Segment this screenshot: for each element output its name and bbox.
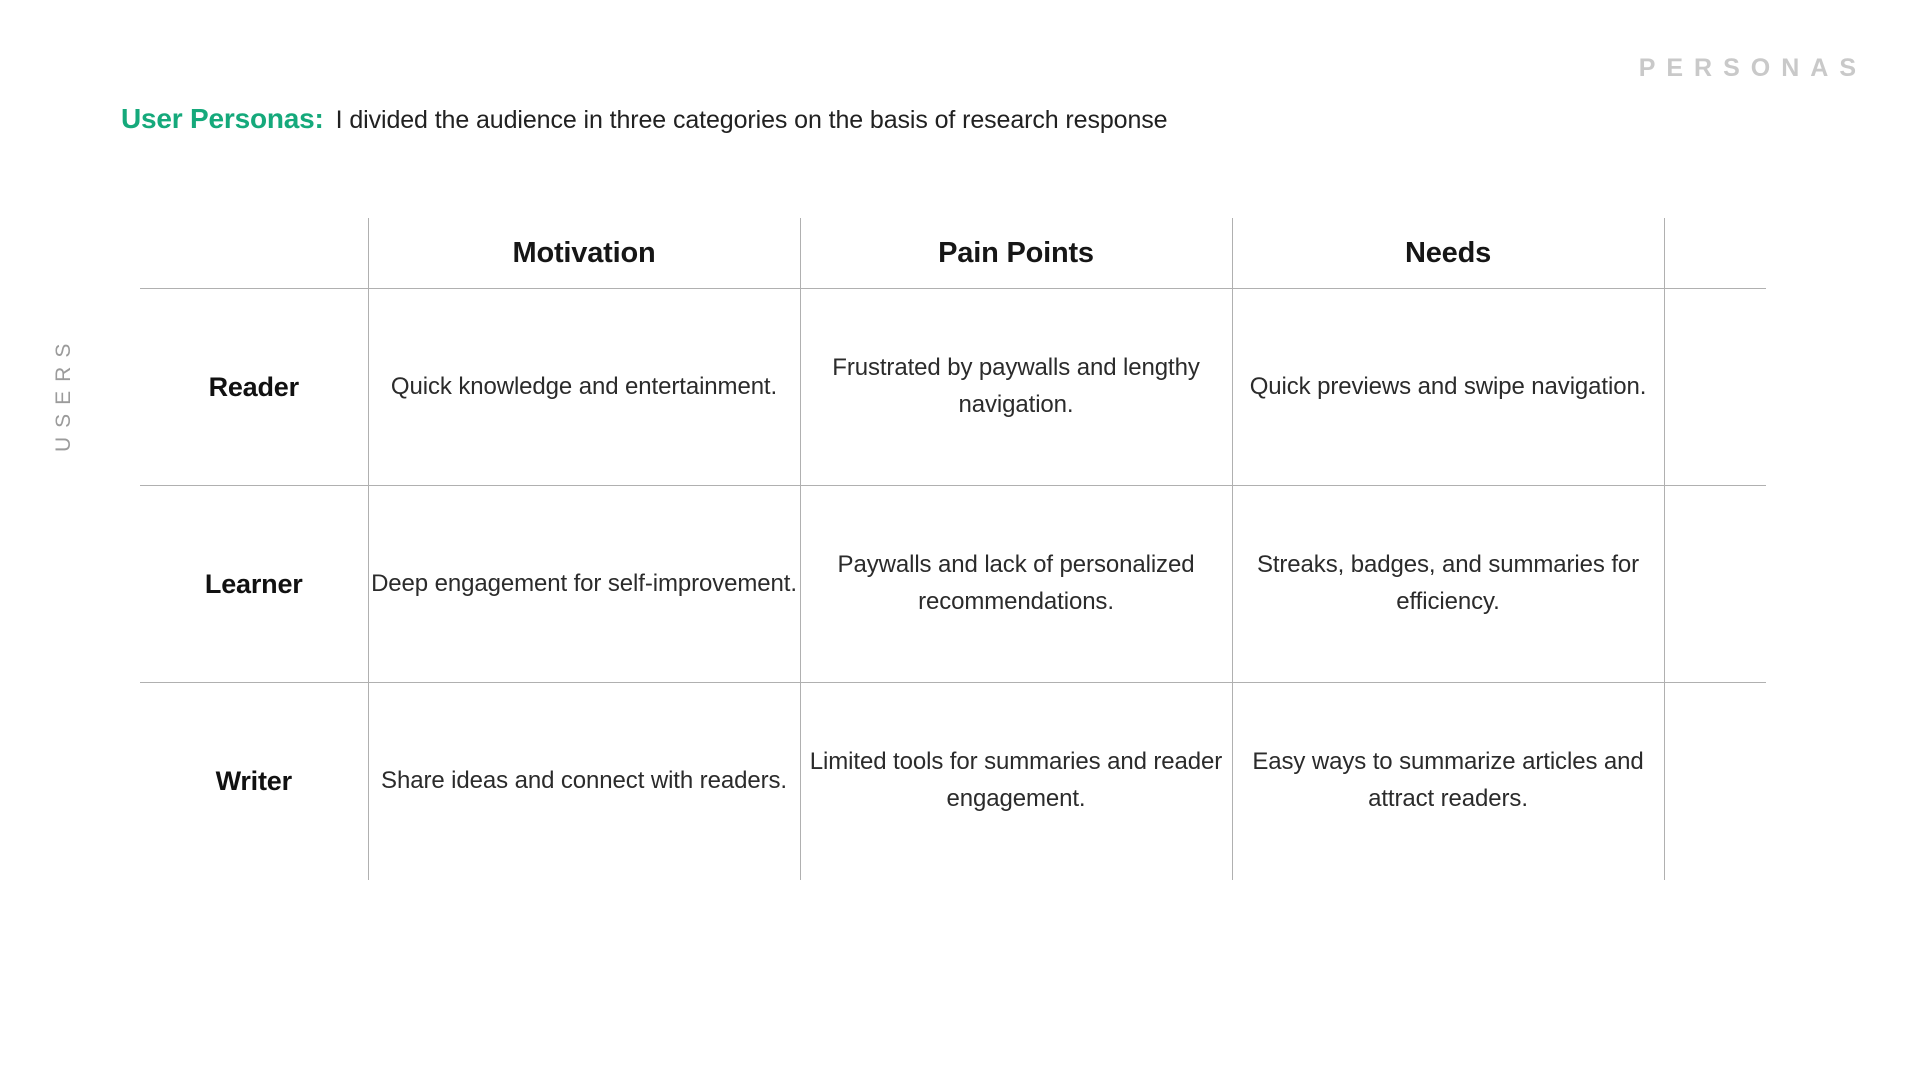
column-header-needs: Needs	[1231, 218, 1664, 289]
persona-name-reader: Reader	[140, 288, 368, 486]
cell-reader-needs: Quick previews and swipe navigation.	[1231, 288, 1664, 486]
cell-writer-motivation: Share ideas and connect with readers.	[367, 682, 800, 880]
table-row: Learner Deep engagement for self-improve…	[140, 485, 1766, 683]
cell-learner-motivation: Deep engagement for self-improvement.	[367, 485, 800, 683]
header-row: Motivation Pain Points Needs	[140, 218, 1766, 289]
persona-matrix: Motivation Pain Points Needs Reader Quic…	[140, 218, 1766, 880]
section-label: PERSONAS	[1638, 54, 1867, 82]
cell-learner-blank	[1663, 485, 1766, 683]
page-title: User Personas:	[121, 103, 324, 134]
headline: User Personas: I divided the audience in…	[121, 103, 1168, 135]
matrix-body: Reader Quick knowledge and entertainment…	[140, 288, 1766, 880]
column-header-motivation: Motivation	[367, 218, 800, 289]
cell-reader-motivation: Quick knowledge and entertainment.	[367, 288, 800, 486]
cell-learner-pain-points: Paywalls and lack of personalized recomm…	[799, 485, 1232, 683]
persona-name-learner: Learner	[140, 485, 368, 683]
column-header-blank	[1663, 218, 1766, 289]
cell-writer-pain-points: Limited tools for summaries and reader e…	[799, 682, 1232, 880]
table-row: Reader Quick knowledge and entertainment…	[140, 288, 1766, 486]
cell-writer-blank	[1663, 682, 1766, 880]
cell-reader-blank	[1663, 288, 1766, 486]
cell-writer-needs: Easy ways to summarize articles and attr…	[1231, 682, 1664, 880]
table-row: Writer Share ideas and connect with read…	[140, 682, 1766, 880]
column-header-pain-points: Pain Points	[799, 218, 1232, 289]
cell-learner-needs: Streaks, badges, and summaries for effic…	[1231, 485, 1664, 683]
row-header-corner	[140, 218, 368, 289]
persona-name-writer: Writer	[215, 765, 293, 796]
users-axis-label: USERS	[52, 334, 75, 452]
cell-reader-pain-points: Frustrated by paywalls and lengthy navig…	[799, 288, 1232, 486]
matrix-header: Motivation Pain Points Needs	[140, 218, 1766, 289]
page-subtitle: I divided the audience in three categori…	[335, 106, 1168, 134]
